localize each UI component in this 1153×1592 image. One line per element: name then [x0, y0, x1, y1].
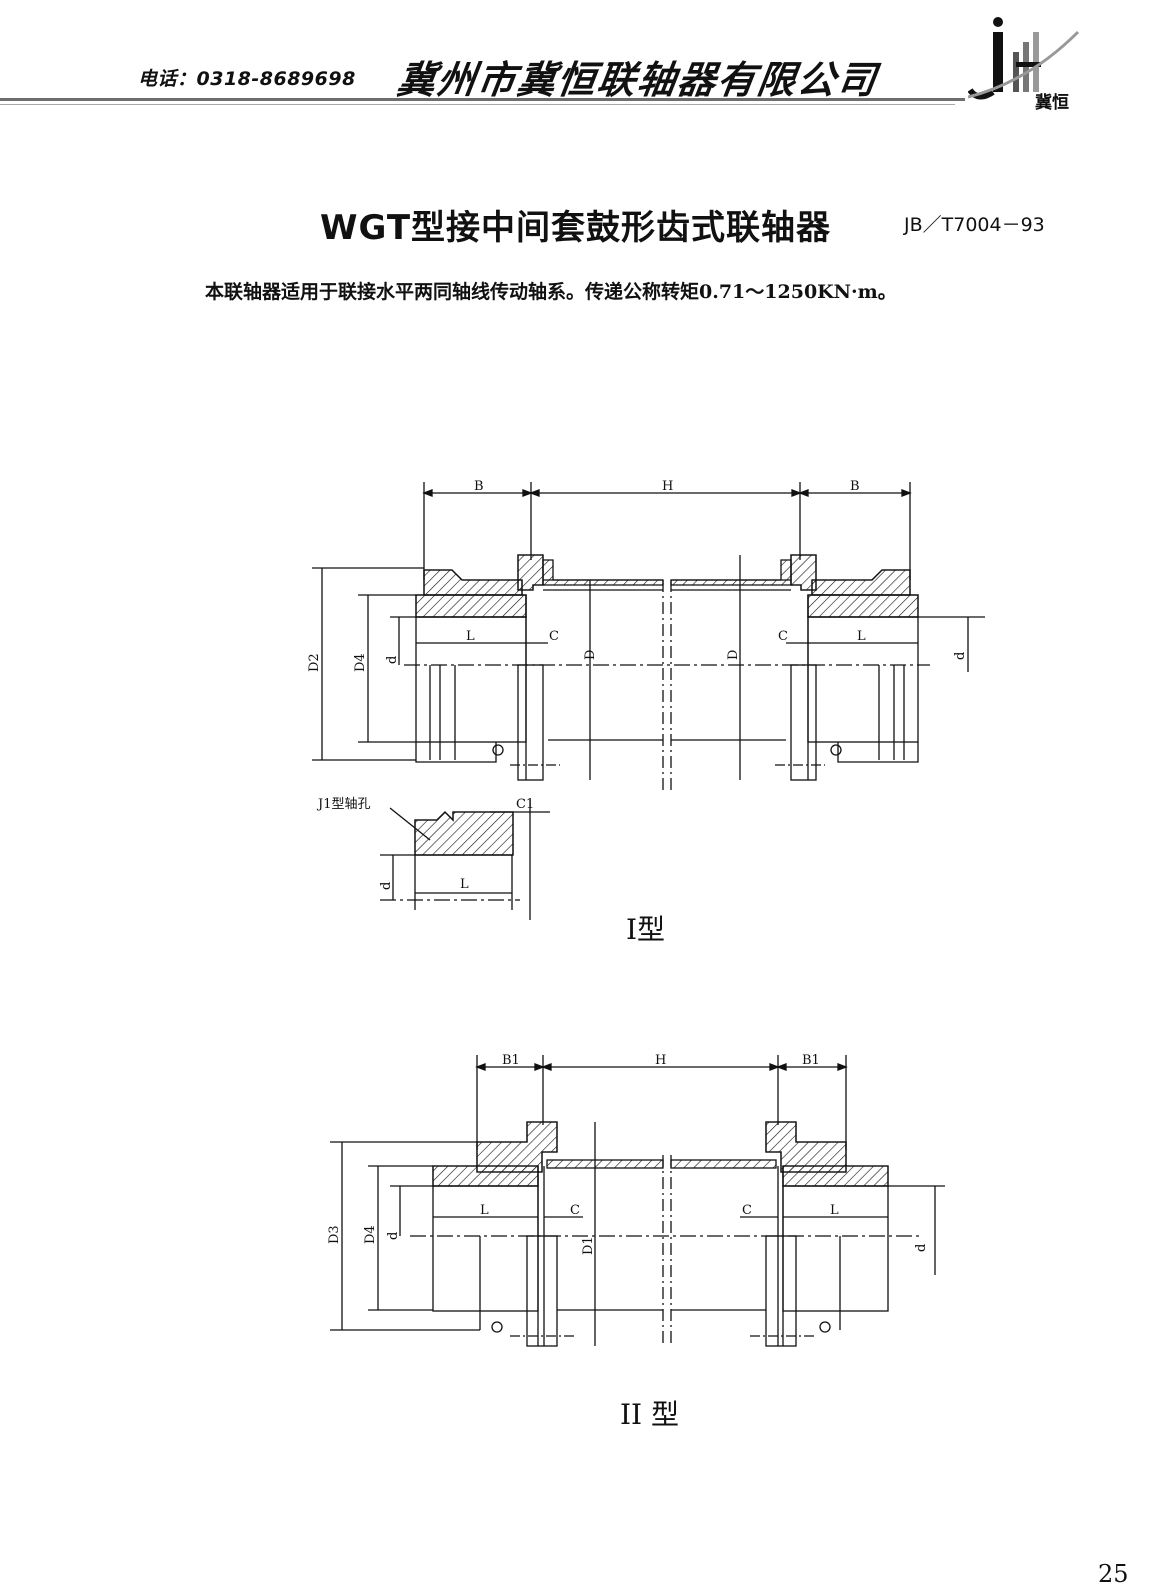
dim-big-d-left: D — [583, 650, 598, 660]
dim-d3: D3 — [327, 1225, 342, 1244]
figure-type-1 — [312, 482, 985, 920]
header-rule — [0, 98, 965, 101]
description: 本联轴器适用于联接水平两同轴线传动轴系。传递公称转矩0.71～1250KN·m。 — [205, 281, 897, 303]
dim-b-right: B — [850, 479, 860, 494]
dim-d2-left: d — [386, 1232, 401, 1240]
dim-l2-right: L — [830, 1203, 839, 1218]
j1-shaft-hole-label: J1型轴孔 — [316, 797, 370, 812]
dim-c2-left: C — [570, 1203, 580, 1218]
figure-type-2-labels: B1 H B1 L C C L D3 D4 d D1 d — [327, 1053, 929, 1255]
company-logo-icon — [968, 17, 1080, 100]
dim-l-right: L — [857, 629, 866, 644]
dim-b1-left: B1 — [502, 1053, 520, 1068]
dim-d-right: d — [953, 652, 968, 660]
dim-d-left: d — [385, 656, 400, 664]
standard-number: JB／T7004－93 — [904, 214, 1045, 236]
dim-h: H — [662, 479, 673, 494]
dim-c-right: C — [778, 629, 788, 644]
dim-d4: D4 — [353, 653, 368, 672]
dim-l-left: L — [466, 629, 475, 644]
dim-d2: D2 — [307, 653, 322, 672]
dim-d2-right: d — [914, 1244, 929, 1252]
header-phone: 电话：0318-8689698 — [138, 68, 356, 90]
page-title: WGT型接中间套鼓形齿式联轴器 — [320, 208, 832, 248]
dim-l-detail: L — [460, 877, 469, 892]
dim-c1: C1 — [516, 797, 534, 812]
logo-text: 冀恒 — [1035, 93, 1069, 113]
dim-c-left: C — [549, 629, 559, 644]
dim-h-2: H — [655, 1053, 666, 1068]
dim-big-d-right: D — [726, 650, 741, 660]
page-header: 电话：0318-8689698 冀州市冀恒联轴器有限公司 冀恒 — [0, 0, 1153, 130]
figure-type-2 — [330, 1055, 945, 1347]
figure-type-1-labels: B H B L C C L D2 D4 d D D d J1型轴孔 C1 L d — [307, 479, 968, 892]
dim-b1-right: B1 — [802, 1053, 820, 1068]
header-rule-thin — [0, 104, 955, 105]
page-number: 25 — [1098, 1560, 1129, 1588]
dim-b-left: B — [474, 479, 484, 494]
dim-d-detail: d — [379, 882, 394, 890]
dim-d1: D1 — [581, 1236, 596, 1255]
type-1-label: I型 — [626, 913, 666, 946]
dim-d4-2: D4 — [363, 1225, 378, 1244]
dim-l2-left: L — [480, 1203, 489, 1218]
dim-c2-right: C — [742, 1203, 752, 1218]
type-2-label: II 型 — [620, 1398, 680, 1431]
